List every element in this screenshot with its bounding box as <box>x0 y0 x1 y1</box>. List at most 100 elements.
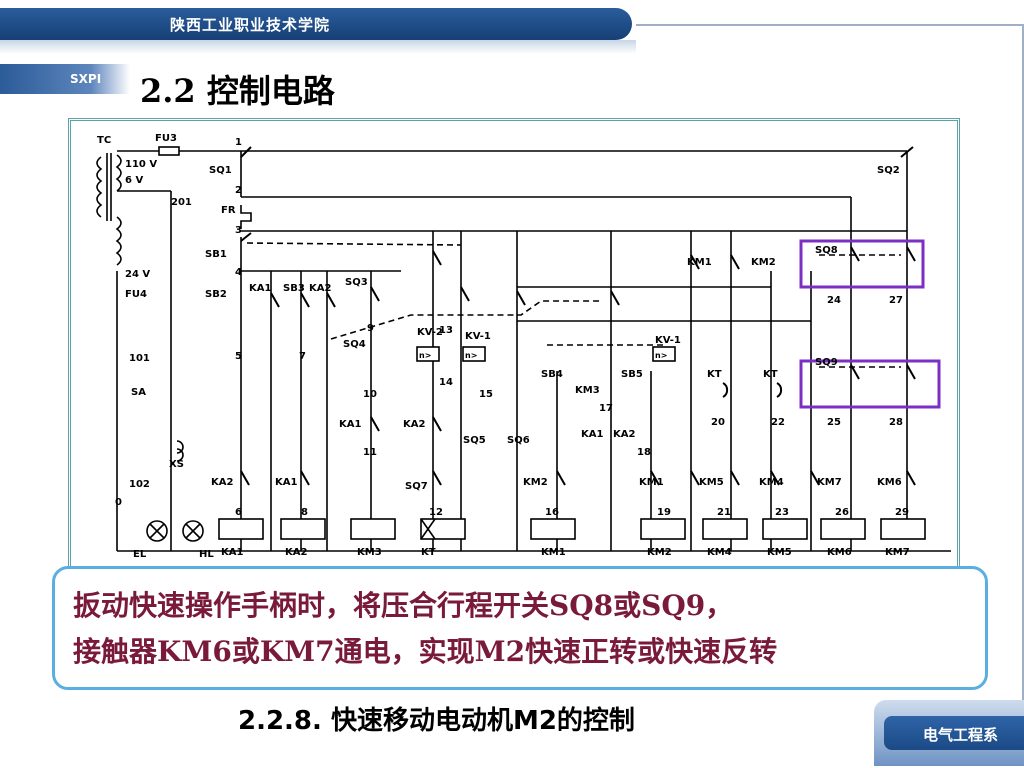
svg-text:SQ2: SQ2 <box>877 165 900 176</box>
department-name: 电气工程系 <box>922 726 998 744</box>
highlight-sq8 <box>799 239 925 289</box>
svg-text:KM2: KM2 <box>523 477 548 488</box>
svg-text:27: 27 <box>889 295 903 306</box>
svg-text:11: 11 <box>363 447 377 458</box>
title-bar <box>0 8 632 40</box>
svg-text:KA2: KA2 <box>309 283 331 294</box>
svg-text:KV-1: KV-1 <box>655 335 681 346</box>
svg-text:KM5: KM5 <box>767 547 792 558</box>
svg-text:4: 4 <box>235 267 242 278</box>
svg-text:21: 21 <box>717 507 731 518</box>
coils <box>218 518 926 540</box>
svg-text:KT: KT <box>421 547 436 558</box>
svg-text:15: 15 <box>479 389 493 400</box>
svg-text:KV-1: KV-1 <box>465 331 491 342</box>
svg-text:SQ1: SQ1 <box>209 165 232 176</box>
svg-text:KA1: KA1 <box>339 419 361 430</box>
svg-text:n>: n> <box>419 351 431 360</box>
svg-text:KA1: KA1 <box>581 429 603 440</box>
svg-text:HL: HL <box>199 549 214 560</box>
svg-text:13: 13 <box>439 325 453 336</box>
svg-text:5: 5 <box>235 351 242 362</box>
svg-text:KT: KT <box>763 369 778 380</box>
svg-text:n>: n> <box>655 351 667 360</box>
circuit-diagram-frame: n> n> n> TC FU3 110 V 6 V 201 24 V FU4 <box>68 118 960 574</box>
svg-text:KM4: KM4 <box>707 547 732 558</box>
svg-text:SA: SA <box>131 387 146 398</box>
svg-text:110 V: 110 V <box>125 159 157 170</box>
svg-text:25: 25 <box>827 417 841 428</box>
svg-text:FR: FR <box>221 205 236 216</box>
svg-text:KA2: KA2 <box>211 477 233 488</box>
svg-text:18: 18 <box>637 447 651 458</box>
svg-text:SB4: SB4 <box>541 369 563 380</box>
svg-text:6: 6 <box>235 507 242 518</box>
svg-text:SB3: SB3 <box>283 283 305 294</box>
svg-text:2: 2 <box>235 185 242 196</box>
svg-text:KA2: KA2 <box>285 547 307 558</box>
svg-text:SQ4: SQ4 <box>343 339 366 350</box>
svg-text:KA1: KA1 <box>275 477 297 488</box>
svg-text:10: 10 <box>363 389 377 400</box>
slide-caption: 2.2.8. 快速移动电动机M2的控制 <box>238 706 635 736</box>
svg-text:EL: EL <box>133 549 147 560</box>
svg-text:KM3: KM3 <box>357 547 382 558</box>
svg-text:7: 7 <box>299 351 306 362</box>
circuit-diagram: n> n> n> TC FU3 110 V 6 V 201 24 V FU4 <box>96 133 951 560</box>
svg-text:22: 22 <box>771 417 785 428</box>
svg-text:FU4: FU4 <box>125 289 147 300</box>
svg-text:0: 0 <box>115 497 122 508</box>
svg-text:24: 24 <box>827 295 841 306</box>
svg-text:KM6: KM6 <box>877 477 902 488</box>
svg-text:19: 19 <box>657 507 671 518</box>
svg-text:n>: n> <box>465 351 477 360</box>
highlight-sq9 <box>799 359 941 409</box>
svg-text:1: 1 <box>235 137 242 148</box>
contacts <box>240 146 916 486</box>
svg-text:KM7: KM7 <box>885 547 910 558</box>
svg-text:SB1: SB1 <box>205 249 227 260</box>
svg-text:26: 26 <box>835 507 849 518</box>
svg-text:SQ7: SQ7 <box>405 481 428 492</box>
speed-relays: n> n> n> <box>416 346 676 362</box>
svg-text:KM1: KM1 <box>687 257 712 268</box>
svg-text:SQ9: SQ9 <box>815 357 838 368</box>
svg-text:KM2: KM2 <box>647 547 672 558</box>
school-abbreviation: SXPI <box>70 72 102 86</box>
section-title: 2.2 控制电路 <box>140 72 335 110</box>
svg-text:16: 16 <box>545 507 559 518</box>
svg-text:8: 8 <box>301 507 308 518</box>
svg-text:9: 9 <box>367 323 374 334</box>
svg-text:29: 29 <box>895 507 909 518</box>
explanation-callout: 扳动快速操作手柄时，将压合行程开关SQ8或SQ9， 接触器KM6或KM7通电，实… <box>52 566 988 690</box>
school-name: 陕西工业职业技术学院 <box>170 16 331 34</box>
svg-text:17: 17 <box>599 403 613 414</box>
svg-text:KM6: KM6 <box>827 547 852 558</box>
svg-text:24 V: 24 V <box>125 269 150 280</box>
svg-text:KM3: KM3 <box>575 385 600 396</box>
fuse-fu3 <box>158 146 180 156</box>
svg-text:KA1: KA1 <box>249 283 271 294</box>
frame-line-right <box>1022 24 1024 744</box>
svg-text:TC: TC <box>97 135 111 146</box>
svg-text:23: 23 <box>775 507 789 518</box>
svg-text:KM7: KM7 <box>817 477 842 488</box>
department-tab-inner <box>884 716 1024 750</box>
svg-text:SQ5: SQ5 <box>463 435 486 446</box>
svg-text:14: 14 <box>439 377 453 388</box>
lamps <box>146 440 204 542</box>
title-bar-shadow <box>0 40 636 54</box>
diagram-labels: TC FU3 110 V 6 V 201 24 V FU4 101 102 0 … <box>97 133 910 560</box>
svg-text:SQ8: SQ8 <box>815 245 838 256</box>
branch-wires <box>270 231 812 551</box>
svg-text:12: 12 <box>429 507 443 518</box>
svg-text:SQ3: SQ3 <box>345 277 368 288</box>
svg-text:KA2: KA2 <box>613 429 635 440</box>
svg-text:KM1: KM1 <box>541 547 566 558</box>
svg-text:XS: XS <box>169 459 184 470</box>
svg-text:KA1: KA1 <box>221 547 243 558</box>
svg-text:FU3: FU3 <box>155 133 177 144</box>
svg-text:20: 20 <box>711 417 725 428</box>
svg-text:3: 3 <box>235 225 242 236</box>
svg-text:KM2: KM2 <box>751 257 776 268</box>
